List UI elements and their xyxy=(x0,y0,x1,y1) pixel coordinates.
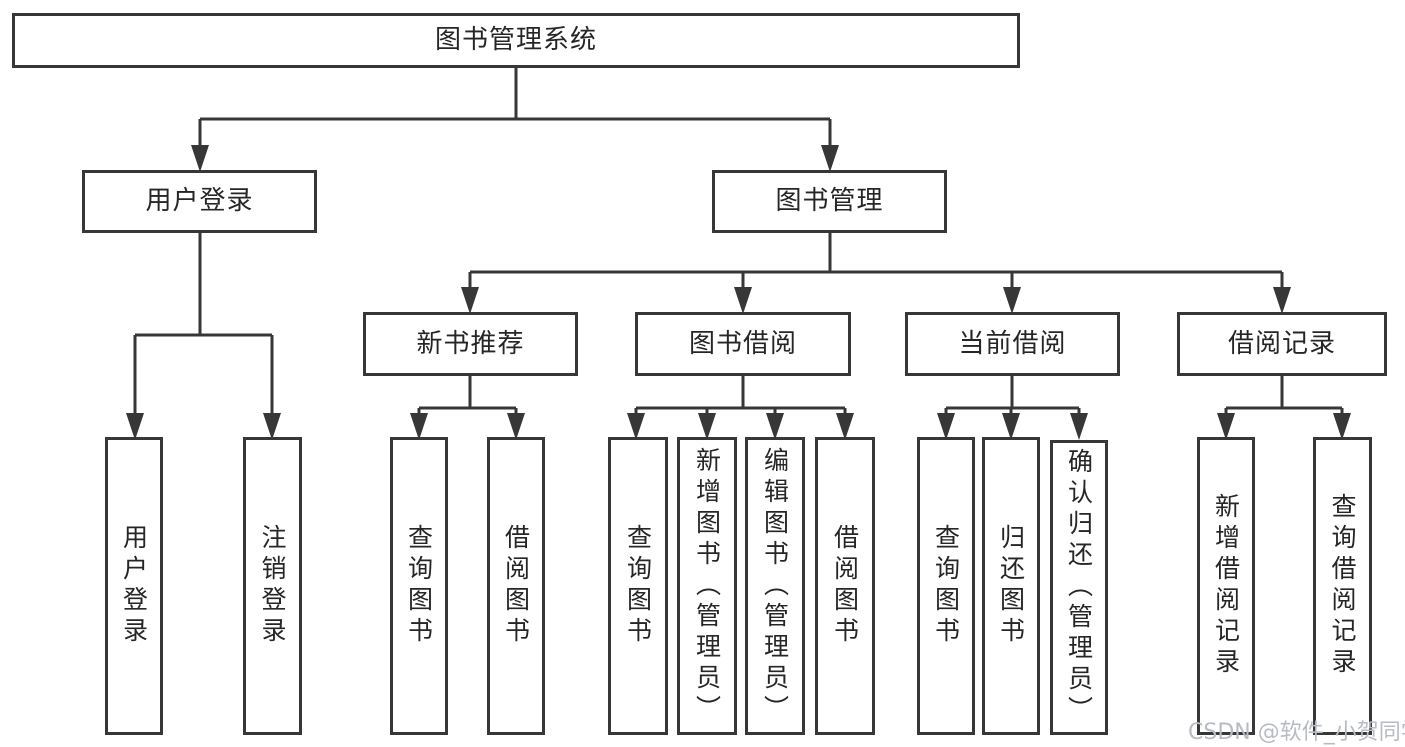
leaf-add-books-admin: 新增图书（管理员） xyxy=(677,437,737,735)
node-current-borrowing: 当前借阅 xyxy=(905,312,1120,376)
node-book-management-branch: 图书管理 xyxy=(712,170,947,233)
node-book-borrowing: 图书借阅 xyxy=(635,312,851,376)
arrowheads xyxy=(126,145,1351,440)
node-new-book-recommend: 新书推荐 xyxy=(363,312,578,376)
leaf-add-borrow-record: 新增借阅记录 xyxy=(1197,437,1255,735)
leaf-borrow-books-recommend: 借阅图书 xyxy=(487,437,545,735)
leaf-query-books-borrowing: 查询图书 xyxy=(608,437,668,735)
leaf-return-books: 归还图书 xyxy=(982,437,1040,735)
leaf-logout: 注销登录 xyxy=(243,437,302,735)
leaf-edit-books-admin: 编辑图书（管理员） xyxy=(745,437,805,735)
node-borrowing-records: 借阅记录 xyxy=(1177,312,1387,376)
leaf-query-books-current: 查询图书 xyxy=(917,437,975,735)
leaf-borrow-books: 借阅图书 xyxy=(815,437,875,735)
leaf-query-books-recommend: 查询图书 xyxy=(390,437,448,735)
leaf-confirm-return-admin: 确认归还（管理员） xyxy=(1050,440,1108,735)
csdn-watermark: CSDN @软件_小贺同学 xyxy=(1188,720,1405,745)
node-book-management-system: 图书管理系统 xyxy=(12,13,1020,68)
connector-lines xyxy=(133,68,1344,416)
leaf-user-login: 用户登录 xyxy=(105,437,163,735)
leaf-query-borrow-record: 查询借阅记录 xyxy=(1313,437,1372,735)
node-user-login-branch: 用户登录 xyxy=(82,170,317,233)
